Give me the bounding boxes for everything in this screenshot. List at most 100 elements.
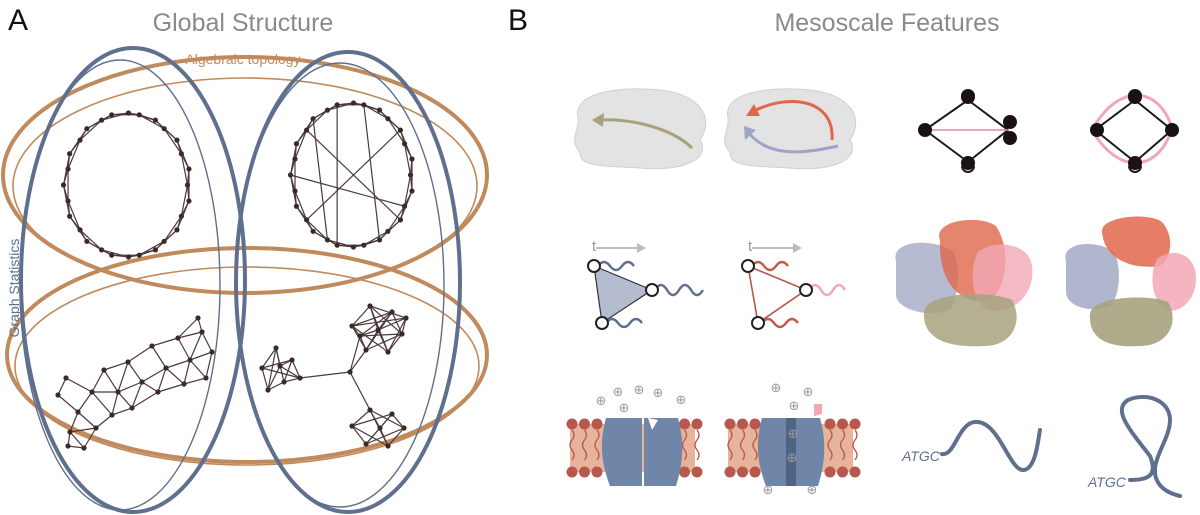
plus-circle-icon: ⊕ <box>596 394 607 409</box>
graph-node <box>139 379 145 385</box>
graph-node <box>178 151 184 157</box>
graph-node <box>401 141 408 147</box>
graph-edge <box>127 345 153 363</box>
node-icon <box>961 90 975 104</box>
graph-node <box>310 116 316 122</box>
graph-node <box>409 156 415 162</box>
graph-edge <box>180 184 189 217</box>
lipid-tail <box>752 429 758 461</box>
node-icon <box>961 156 975 170</box>
arrow-icon <box>637 243 646 253</box>
lipid-head <box>591 466 603 478</box>
lipid-head <box>691 466 703 478</box>
graph-edge <box>401 317 407 335</box>
graph-edge <box>103 369 119 393</box>
graph-node <box>125 359 131 365</box>
brain-blob-dual-path <box>724 88 857 170</box>
graph-edge <box>404 143 413 160</box>
graph-edge <box>91 391 113 416</box>
lipid-tail <box>681 429 688 461</box>
node-icon <box>645 283 659 297</box>
graph-node <box>303 127 310 133</box>
time-label: t <box>592 238 597 255</box>
modular-cluster-network <box>259 303 409 449</box>
graph-edge <box>201 331 213 353</box>
panel-a-letter: A <box>8 4 28 37</box>
lipid-tail <box>694 429 700 461</box>
graph-node <box>115 389 121 395</box>
graph-edge <box>351 413 393 427</box>
graph-node <box>125 110 132 116</box>
lipid-tail <box>594 429 600 461</box>
graph-edge <box>327 102 354 111</box>
graph-node <box>84 238 90 244</box>
graph-node <box>361 242 367 248</box>
sequence-label: ATGC <box>1087 474 1127 490</box>
graph-node <box>152 247 159 253</box>
node-icon <box>751 316 765 330</box>
lipid-tail <box>852 429 858 461</box>
graph-edge <box>379 413 393 429</box>
node-icon <box>1128 156 1142 170</box>
graph-edge <box>183 377 207 385</box>
graph-stats-ellipse-left-inner <box>19 59 221 511</box>
graph-edge <box>351 305 371 327</box>
graph-node <box>357 333 363 339</box>
graph-edge <box>67 445 85 449</box>
graph-node <box>161 126 167 132</box>
lipid-head <box>837 466 848 478</box>
graph-edge <box>295 205 308 221</box>
graph-node <box>403 315 409 321</box>
lipid-head <box>849 466 861 478</box>
lipid-head <box>566 418 578 430</box>
graph-node <box>289 357 295 363</box>
lipid-head <box>724 466 736 478</box>
graph-edge <box>189 351 213 361</box>
graph-edge <box>261 367 269 391</box>
lipid-head <box>749 418 761 430</box>
ion-plus-signs: ⊕⊕⊕⊕⊕⊕⊕⊕⊕⊕⊕⊕⊕ <box>596 381 818 498</box>
graph-edge <box>349 349 367 373</box>
plus-circle-icon: ⊕ <box>803 385 814 400</box>
graph-stats-ellipse-left-outer <box>19 46 247 514</box>
arrow-icon <box>592 113 604 127</box>
graph-edge <box>299 371 351 379</box>
graph-node <box>161 238 167 244</box>
graph-edge <box>163 215 182 242</box>
lipid-tail <box>569 429 575 461</box>
graph-edge <box>163 128 178 141</box>
graph-edge <box>377 329 389 353</box>
graph-node <box>195 315 201 321</box>
graph-edge <box>163 128 182 155</box>
graph-node <box>93 425 99 431</box>
graph-node <box>407 172 414 178</box>
graph-node <box>98 117 105 123</box>
graph-edge <box>95 414 113 429</box>
graph-node <box>293 141 300 147</box>
graph-edge <box>377 317 407 331</box>
graph-node <box>324 107 331 113</box>
arrow-icon <box>746 104 760 116</box>
graph-edge <box>387 118 406 145</box>
graph-node <box>152 117 159 123</box>
graph-edge <box>151 337 179 347</box>
graph-node <box>361 102 367 108</box>
panel-b-letter: B <box>508 4 528 37</box>
graph-edge <box>267 365 281 391</box>
graph-node <box>409 188 415 194</box>
graph-node <box>397 127 404 133</box>
graph-node <box>186 166 192 172</box>
graph-edge <box>369 305 379 331</box>
diamond-circuit-loop <box>1090 89 1179 173</box>
graph-edge <box>349 335 361 373</box>
graph-node <box>389 411 395 417</box>
graph-node <box>136 252 142 258</box>
graph-edge <box>359 329 379 337</box>
lipid-tail <box>827 429 833 461</box>
graph-edge <box>57 377 67 396</box>
lipid-head <box>679 418 690 430</box>
panel-a-title: Global Structure <box>153 9 334 37</box>
lipid-head <box>724 418 736 430</box>
graph-edge <box>62 184 69 202</box>
graph-node <box>63 375 69 381</box>
